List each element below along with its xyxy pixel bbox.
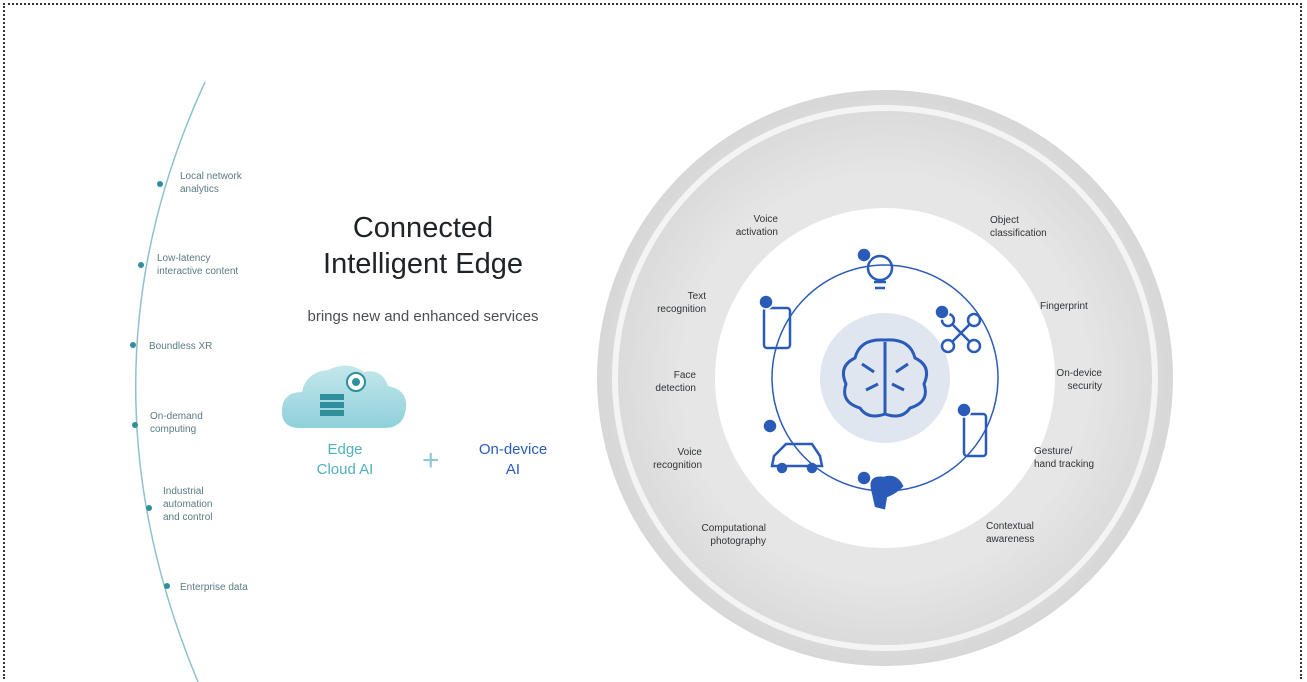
edge-line2: Cloud AI [316, 461, 374, 478]
dotted-frame [3, 3, 1302, 679]
service-enterprise: Enterprise data [180, 582, 248, 593]
edge-cloud-label: Edge Cloud AI [300, 440, 390, 480]
plus-sign: + [422, 444, 440, 477]
arc-dot [164, 583, 170, 589]
on-device-label: On-device AI [458, 440, 568, 480]
arc-dot [146, 505, 152, 511]
edge-line1: Edge [327, 441, 363, 458]
ring-object-classification: Object classification [990, 215, 1047, 239]
arc-dot [138, 262, 144, 268]
service-low-latency: Low-latency interactive content [157, 253, 239, 277]
phone-icon [956, 402, 988, 458]
cloud-server-icon [281, 365, 407, 428]
tablet-icon [758, 294, 792, 350]
hand-icon [856, 470, 904, 510]
service-industrial: Industrial automation and control [163, 486, 213, 523]
ring-fingerprint: Fingerprint [1040, 301, 1088, 312]
device-line2: AI [505, 461, 521, 478]
arc-dot [132, 422, 138, 428]
ring-computational-photography: Computational photography [701, 523, 766, 547]
arc-dot [157, 181, 163, 187]
headline: Connected Intelligent Edge [268, 210, 578, 282]
ring-voice-activation: Voice activation [735, 214, 778, 238]
device-line1: On-device [478, 441, 548, 458]
subtitle: brings new and enhanced services [307, 308, 539, 325]
service-on-demand: On-demand computing [150, 411, 203, 435]
ring-on-device-security: On-device security [1056, 368, 1102, 392]
service-local-network: Local network analytics [180, 171, 242, 195]
ring-contextual-awareness: Contextual awareness [986, 521, 1035, 545]
ring-gesture-tracking: Gesture/ hand tracking [1034, 446, 1095, 470]
service-boundless-xr: Boundless XR [149, 341, 213, 352]
services-arc [135, 81, 206, 682]
arc-dot [130, 342, 136, 348]
headline-line2: Intelligent Edge [323, 248, 523, 280]
ring-face-detection: Face detection [655, 370, 696, 394]
drone-icon [934, 304, 982, 354]
car-icon [762, 418, 824, 474]
headline-line1: Connected [352, 212, 494, 244]
ring-voice-recognition: Voice recognition [653, 447, 702, 471]
ring-text-recognition: Text recognition [657, 291, 706, 315]
light-bulb-icon [856, 247, 894, 290]
brain-icon [842, 338, 928, 418]
outer-ring-highlight [612, 105, 1158, 651]
